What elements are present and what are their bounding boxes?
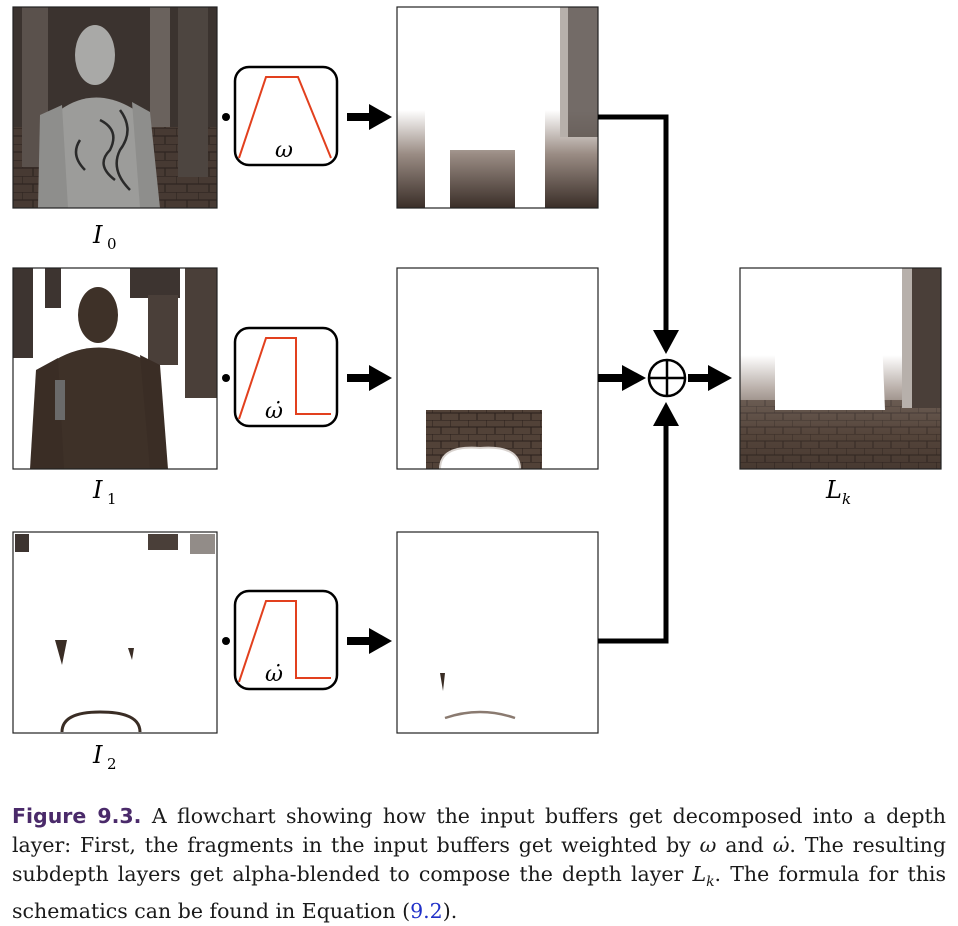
figure-caption: Figure 9.3. A flowchart showing how the … [12,802,946,926]
svg-text:I: I [92,741,103,769]
subdepth-layer-0 [396,6,599,209]
subdepth-layer-1 [396,267,599,470]
flow-arrow-1 [347,365,392,391]
flow-arrow-2 [347,628,392,654]
connector-bottom [598,402,679,644]
weight-function-box-0 [233,65,339,167]
svg-text:2: 2 [107,755,117,773]
connector-top [598,114,679,354]
weight-symbol-0: ω [275,138,293,163]
output-arrow [688,365,732,391]
svg-text:I: I [92,476,103,504]
flowchart-diagram: ω I 0 ω̇ [12,6,942,773]
label-i0: I 0 [92,221,117,253]
label-lk: L k [825,476,851,508]
caption-omega: ω [699,833,717,857]
weight-function-box-1 [233,326,339,428]
svg-text:L: L [825,476,842,504]
multiply-dot-1 [222,374,230,382]
weight-symbol-2: ω̇ [265,662,283,687]
caption-text-4: ). [442,899,458,924]
multiply-dot-2 [222,637,230,645]
label-i2: I 2 [92,741,117,773]
subdepth-layer-2 [396,531,599,734]
label-i1: I 1 [92,476,117,508]
figure-label: Figure 9.3. [12,804,142,828]
caption-text-3: . The formula for this schematics can be… [12,862,946,924]
connector-middle [598,365,646,391]
caption-text-1: A flowchart showing how the input buffer… [12,804,946,857]
caption-lk: Lk [692,862,715,891]
weight-function-box-2 [233,589,339,691]
blend-operator-icon [647,358,687,398]
input-image-i0 [12,6,218,209]
input-image-i1 [12,267,218,470]
equation-reference-link[interactable]: 9.2 [410,899,443,924]
caption-text-2: . The resulting subdepth layers get alph… [12,833,946,886]
svg-text:I: I [92,221,103,249]
output-depth-layer [739,267,942,470]
svg-text:1: 1 [107,490,117,508]
caption-omega-dot: ω̇ [772,833,790,857]
flow-arrow-0 [347,104,392,130]
multiply-dot-0 [222,113,230,121]
caption-and: and [725,833,764,857]
svg-text:k: k [842,490,851,508]
svg-text:0: 0 [107,235,117,253]
input-image-i2 [12,531,218,734]
weight-symbol-1: ω̇ [265,399,283,424]
